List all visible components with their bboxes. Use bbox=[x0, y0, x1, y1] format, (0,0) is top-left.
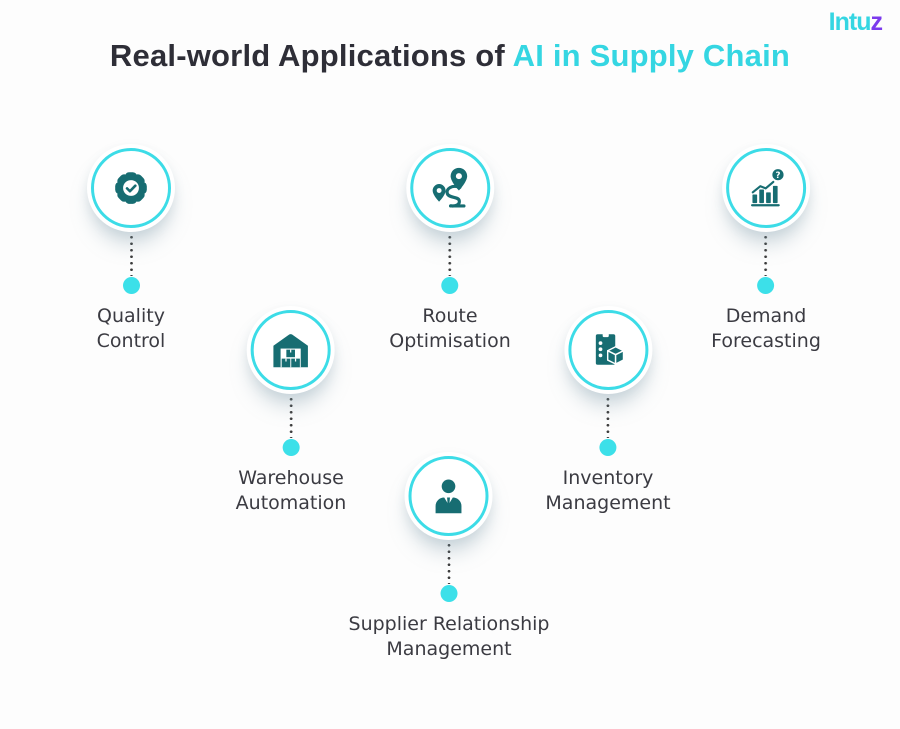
svg-text:?: ? bbox=[775, 171, 780, 181]
node-label: Route Optimisation bbox=[389, 304, 510, 354]
connector-dot bbox=[122, 277, 140, 294]
label-line: Control bbox=[96, 330, 166, 352]
supplier-person-icon bbox=[436, 479, 462, 514]
node-warehouse-automation: Warehouse Automation bbox=[236, 306, 347, 516]
connector-dot bbox=[599, 439, 617, 456]
inventory-management-circle bbox=[563, 306, 652, 394]
node-label: Quality Control bbox=[97, 304, 166, 354]
label-line: Automation bbox=[235, 492, 347, 514]
connector-dot bbox=[757, 277, 775, 294]
label-line: Warehouse bbox=[238, 467, 344, 489]
label-line: Forecasting bbox=[711, 330, 821, 352]
route-pins-icon bbox=[432, 167, 467, 208]
quality-control-circle bbox=[87, 144, 175, 232]
connector-dot bbox=[441, 277, 459, 294]
label-line: Optimisation bbox=[389, 330, 511, 352]
supplier-relationship-circle bbox=[405, 452, 493, 540]
dotted-connector bbox=[764, 234, 768, 276]
node-label: Warehouse Automation bbox=[236, 466, 347, 516]
dotted-connector bbox=[447, 542, 451, 584]
warehouse-automation-circle bbox=[246, 306, 335, 394]
connector-dot bbox=[282, 439, 300, 456]
dotted-connector bbox=[289, 396, 293, 438]
node-label: Inventory Management bbox=[545, 466, 670, 516]
dotted-connector bbox=[448, 234, 452, 276]
label-line: Management bbox=[545, 492, 671, 514]
gear-check-icon bbox=[115, 172, 147, 204]
node-quality-control: Quality Control bbox=[87, 144, 175, 354]
label-line: Management bbox=[386, 638, 512, 660]
node-demand-forecasting: ? Demand Forecasting bbox=[711, 144, 821, 354]
inventory-box-icon bbox=[595, 333, 624, 365]
label-line: Quality bbox=[97, 305, 165, 327]
warehouse-icon bbox=[273, 334, 309, 368]
page-title: Real-world Applications of AI in Supply … bbox=[0, 38, 900, 74]
node-route-optimisation: Route Optimisation bbox=[389, 144, 511, 354]
node-inventory-management: Inventory Management bbox=[545, 306, 671, 516]
label-line: Demand bbox=[725, 305, 807, 327]
route-optimisation-circle bbox=[406, 144, 494, 232]
intuz-logo: Intuz bbox=[828, 8, 883, 36]
label-line: Supplier Relationship bbox=[348, 613, 550, 635]
logo-text: Intu bbox=[828, 8, 872, 36]
node-label: Supplier Relationship Management bbox=[349, 612, 550, 662]
node-label: Demand Forecasting bbox=[711, 304, 821, 354]
title-prefix: Real-world Applications of bbox=[109, 38, 513, 73]
title-highlight: AI in Supply Chain bbox=[512, 38, 791, 73]
label-line: Inventory bbox=[562, 467, 654, 489]
dotted-connector bbox=[606, 396, 610, 438]
connector-dot bbox=[440, 585, 458, 602]
label-line: Route bbox=[422, 305, 478, 327]
demand-forecasting-circle: ? bbox=[722, 144, 810, 232]
logo-accent-letter: z bbox=[870, 8, 883, 36]
dotted-connector bbox=[129, 234, 133, 276]
node-supplier-relationship-management: Supplier Relationship Management bbox=[349, 452, 550, 662]
forecast-chart-icon: ? bbox=[750, 167, 785, 207]
